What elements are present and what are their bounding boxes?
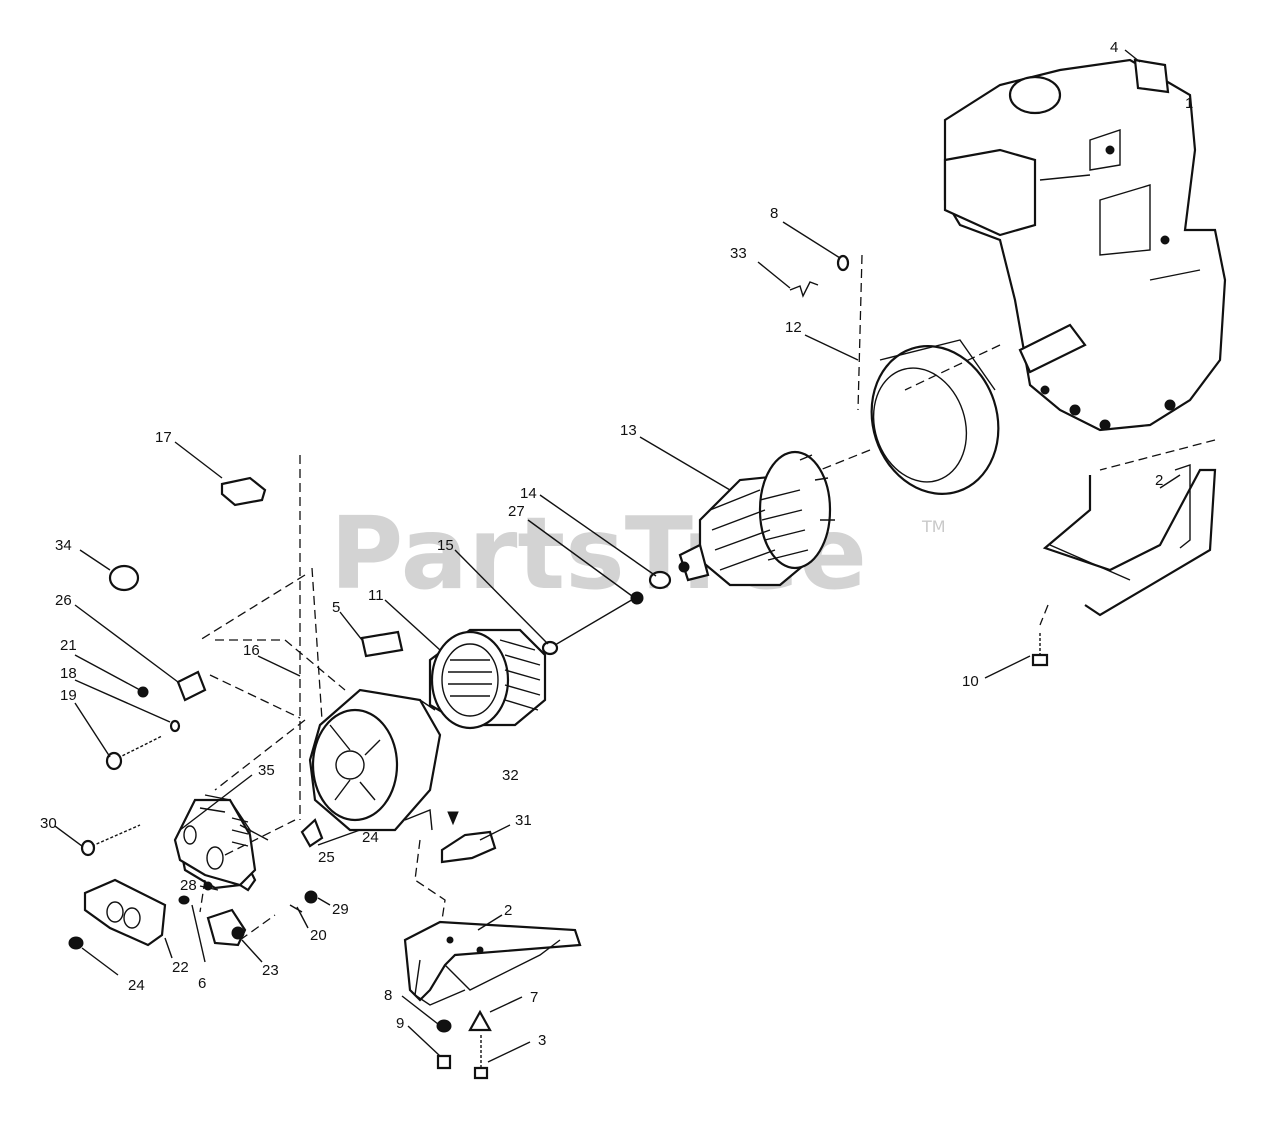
generator-base-bracket xyxy=(403,920,582,1006)
rotor xyxy=(678,450,835,587)
callout-3: 3 xyxy=(538,1032,546,1049)
grommet xyxy=(108,564,140,592)
cover-screw xyxy=(178,895,190,905)
end-cover-plate xyxy=(83,878,167,947)
callout-11: 11 xyxy=(368,587,384,604)
end-cover-bolt xyxy=(80,824,141,857)
callout-31: 31 xyxy=(515,812,532,829)
terminal-screw xyxy=(289,904,303,913)
callout-17: 17 xyxy=(155,429,172,446)
terminal-block xyxy=(206,908,247,947)
engine-base-bracket xyxy=(1042,464,1217,617)
callout-20: 20 xyxy=(310,927,327,944)
callout-6: 6 xyxy=(198,975,206,992)
housing-screw xyxy=(789,281,819,298)
decal xyxy=(1133,58,1170,94)
callout-27: 27 xyxy=(508,503,525,520)
access-cover xyxy=(220,476,267,507)
cover-nut xyxy=(68,936,84,950)
callout-7: 7 xyxy=(530,989,538,1006)
engine xyxy=(943,58,1227,432)
callout-2-upper: 2 xyxy=(1155,472,1163,489)
mount-screw xyxy=(447,811,459,826)
wire-clip xyxy=(176,670,207,702)
bracket-screw xyxy=(137,686,149,698)
callout-2-lower: 2 xyxy=(504,902,512,919)
mount-washer xyxy=(436,1019,452,1033)
leader-lines xyxy=(54,49,1181,1063)
blower-housing xyxy=(870,339,1000,495)
brush-assembly-plate xyxy=(173,794,257,892)
callout-15: 15 xyxy=(437,537,454,554)
assembly-lines xyxy=(199,254,1216,941)
callout-13: 13 xyxy=(620,422,637,439)
stator xyxy=(428,628,547,730)
callout-22: 22 xyxy=(172,959,189,976)
bolt-washer xyxy=(169,719,181,733)
label-decal xyxy=(360,630,404,658)
callout-9: 9 xyxy=(396,1015,404,1032)
callout-30: 30 xyxy=(40,815,57,832)
brush-bolt xyxy=(105,735,163,771)
watermark-trademark: TM xyxy=(921,517,946,536)
callout-23: 23 xyxy=(262,962,279,979)
callout-8-upper: 8 xyxy=(770,205,778,222)
callout-32: 32 xyxy=(502,767,519,784)
end-bell-housing xyxy=(308,688,442,832)
callout-labels: 4 1 8 33 12 13 2 10 17 34 26 21 18 19 16… xyxy=(40,39,1193,1049)
callout-14: 14 xyxy=(520,485,537,502)
mount-bolt xyxy=(473,1035,489,1080)
callout-29: 29 xyxy=(332,901,349,918)
callout-26: 26 xyxy=(55,592,72,609)
callout-34: 34 xyxy=(55,537,72,554)
callout-21: 21 xyxy=(60,637,77,654)
callout-4: 4 xyxy=(1110,39,1118,56)
callout-1: 1 xyxy=(1185,95,1193,112)
rubber-mount xyxy=(468,1009,492,1032)
callout-35: 35 xyxy=(258,762,275,779)
mount-nut xyxy=(436,1054,452,1070)
housing-washer xyxy=(836,254,850,272)
callout-25: 25 xyxy=(318,849,335,866)
brush-holder-cap xyxy=(300,818,324,848)
lockwasher xyxy=(630,591,644,605)
callout-5: 5 xyxy=(332,599,340,616)
callout-10: 10 xyxy=(962,673,979,690)
callout-24-mid: 24 xyxy=(362,829,379,846)
callout-12: 12 xyxy=(785,319,802,336)
callout-28: 28 xyxy=(180,877,197,894)
callout-24-lower: 24 xyxy=(128,977,145,994)
terminal-nut xyxy=(304,890,318,904)
callout-8-lower: 8 xyxy=(384,987,392,1004)
callout-18: 18 xyxy=(60,665,77,682)
engine-mount-bolt xyxy=(1031,633,1049,667)
callout-16: 16 xyxy=(243,642,260,659)
through-bolt xyxy=(541,597,636,656)
callout-33: 33 xyxy=(730,245,747,262)
callout-19: 19 xyxy=(60,687,77,704)
